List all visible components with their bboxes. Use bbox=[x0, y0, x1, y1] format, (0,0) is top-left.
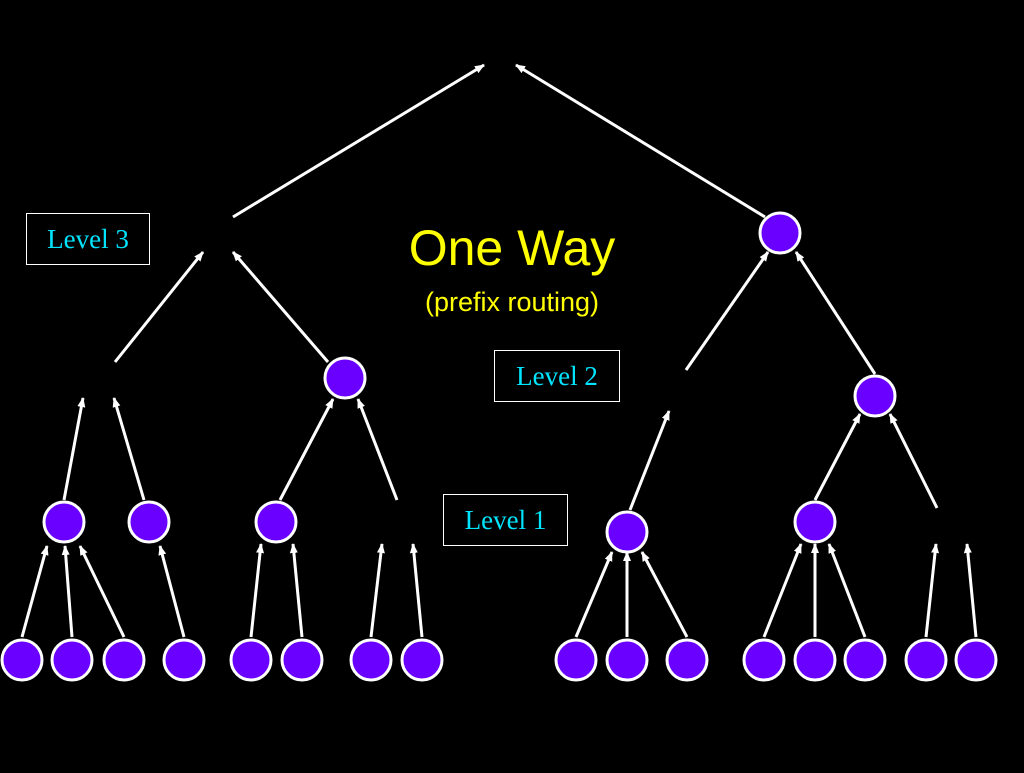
routing-arrow bbox=[794, 251, 877, 375]
routing-arrow bbox=[278, 398, 335, 501]
tree-node bbox=[793, 638, 837, 682]
tree-node bbox=[954, 638, 998, 682]
tree-node bbox=[554, 638, 598, 682]
routing-arrow bbox=[924, 543, 940, 638]
tree-node bbox=[323, 356, 367, 400]
tree-node bbox=[229, 638, 273, 682]
routing-arrow bbox=[888, 413, 939, 509]
level-2-label: Level 2 bbox=[494, 350, 620, 402]
tree-node bbox=[102, 638, 146, 682]
routing-arrow bbox=[113, 251, 205, 363]
tree-node bbox=[665, 638, 709, 682]
routing-arrow bbox=[813, 413, 862, 501]
tree-node bbox=[853, 374, 897, 418]
level-3-label: Level 3 bbox=[26, 213, 150, 265]
tree-node bbox=[904, 638, 948, 682]
routing-arrow bbox=[409, 543, 424, 638]
tree-node bbox=[758, 211, 802, 255]
routing-arrow bbox=[158, 545, 186, 638]
routing-arrow bbox=[78, 545, 126, 638]
tree-node bbox=[280, 638, 324, 682]
tree-node bbox=[254, 500, 298, 544]
routing-arrow bbox=[762, 543, 803, 638]
routing-arrow bbox=[61, 545, 74, 638]
tree-node bbox=[400, 638, 444, 682]
routing-arrow bbox=[356, 398, 399, 501]
routing-arrow bbox=[827, 543, 867, 638]
routing-arrow bbox=[684, 251, 770, 371]
routing-arrow bbox=[640, 551, 689, 638]
routing-arrow bbox=[62, 397, 86, 501]
tree-node bbox=[742, 638, 786, 682]
tree-node bbox=[42, 500, 86, 544]
tree-node bbox=[605, 510, 649, 554]
tree-node bbox=[162, 638, 206, 682]
routing-arrow bbox=[112, 397, 146, 501]
routing-arrow bbox=[231, 251, 330, 363]
diagram-title: One Way bbox=[408, 220, 616, 276]
routing-arrow bbox=[232, 63, 485, 219]
routing-arrow bbox=[574, 551, 614, 638]
routing-arrow bbox=[963, 543, 978, 638]
routing-arrow bbox=[369, 543, 385, 638]
tree-node bbox=[50, 638, 94, 682]
tree-node bbox=[843, 638, 887, 682]
tree-node bbox=[793, 500, 837, 544]
tree-node bbox=[349, 638, 393, 682]
routing-arrow bbox=[289, 543, 304, 638]
tree-node bbox=[605, 638, 649, 682]
routing-arrow bbox=[249, 543, 265, 638]
routing-arrow bbox=[515, 63, 766, 219]
routing-arrow bbox=[20, 545, 49, 638]
level-1-label: Level 1 bbox=[443, 494, 568, 546]
routing-arrow bbox=[628, 410, 671, 511]
tree-node bbox=[127, 500, 171, 544]
tree-node bbox=[0, 638, 44, 682]
diagram-subtitle: (prefix routing) bbox=[424, 287, 600, 317]
